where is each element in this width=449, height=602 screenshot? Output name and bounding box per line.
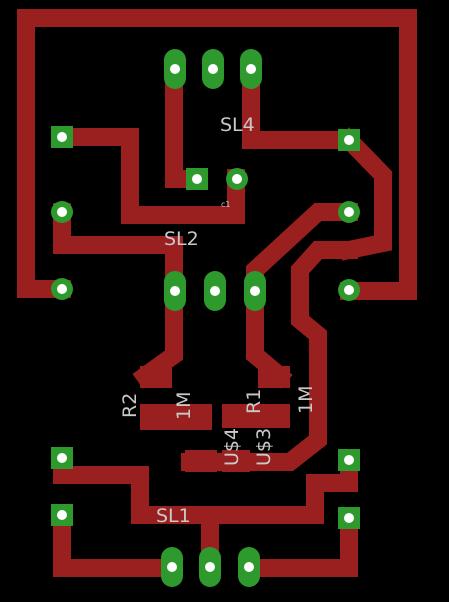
pad-right-2 xyxy=(338,201,360,223)
label-sl4: SL4 xyxy=(220,114,255,136)
silkscreen-labels: SL4 SL2 SL1 c1 R2 1M R1 1M U$4 U$3 xyxy=(119,114,317,527)
trace-right-vertical xyxy=(181,241,358,471)
trace-left-top-jog xyxy=(53,128,245,224)
smd-pads xyxy=(140,366,290,472)
pad-c1-round xyxy=(226,168,248,190)
trace-diagonal-right xyxy=(336,127,392,261)
label-r2: R2 xyxy=(119,393,141,418)
trace-outer-loop xyxy=(17,9,417,300)
trace-sl4-right xyxy=(242,60,358,149)
pad-sl4-1 xyxy=(164,49,186,89)
us-pad-right xyxy=(222,450,250,472)
pad-sl1-1 xyxy=(161,547,183,587)
pad-left-3 xyxy=(51,278,73,300)
label-r2-value: 1M xyxy=(173,392,195,420)
pad-left-5 xyxy=(51,504,73,526)
label-sl1: SL1 xyxy=(156,505,191,527)
pad-sl2-2 xyxy=(204,271,226,311)
pad-sl2-1 xyxy=(164,271,186,311)
pad-sl1-3 xyxy=(238,547,260,587)
trace-sl1-outer-right xyxy=(240,509,358,577)
label-us3: U$3 xyxy=(253,428,275,466)
pad-sl4-2 xyxy=(202,49,224,89)
pad-sl2-3 xyxy=(244,271,266,311)
label-us4: U$4 xyxy=(221,428,243,466)
label-r1: R1 xyxy=(243,389,265,414)
label-r1-value: 1M xyxy=(295,386,317,414)
label-sl2: SL2 xyxy=(164,228,199,250)
r1-pad-bottom xyxy=(222,404,290,428)
pad-left-1 xyxy=(51,126,73,148)
pad-c1-square xyxy=(186,168,208,190)
pad-right-5 xyxy=(338,507,360,529)
pad-right-1 xyxy=(338,129,360,151)
trace-left-mid xyxy=(53,203,183,300)
pad-right-3 xyxy=(338,279,360,301)
pad-left-4 xyxy=(51,447,73,469)
r2-pad-top xyxy=(140,366,172,388)
us-pad-left xyxy=(185,450,217,472)
through-hole-pads xyxy=(51,49,360,587)
trace-sl1-left xyxy=(53,449,358,524)
pad-right-4 xyxy=(338,449,360,471)
pad-sl1-2 xyxy=(199,547,221,587)
trace-sl1-outer-left xyxy=(53,506,181,577)
pad-left-2 xyxy=(51,201,73,223)
r1-pad-top xyxy=(258,366,290,388)
r2-body-bar xyxy=(140,404,212,430)
label-c1: c1 xyxy=(221,200,231,209)
pad-sl4-3 xyxy=(240,49,262,89)
